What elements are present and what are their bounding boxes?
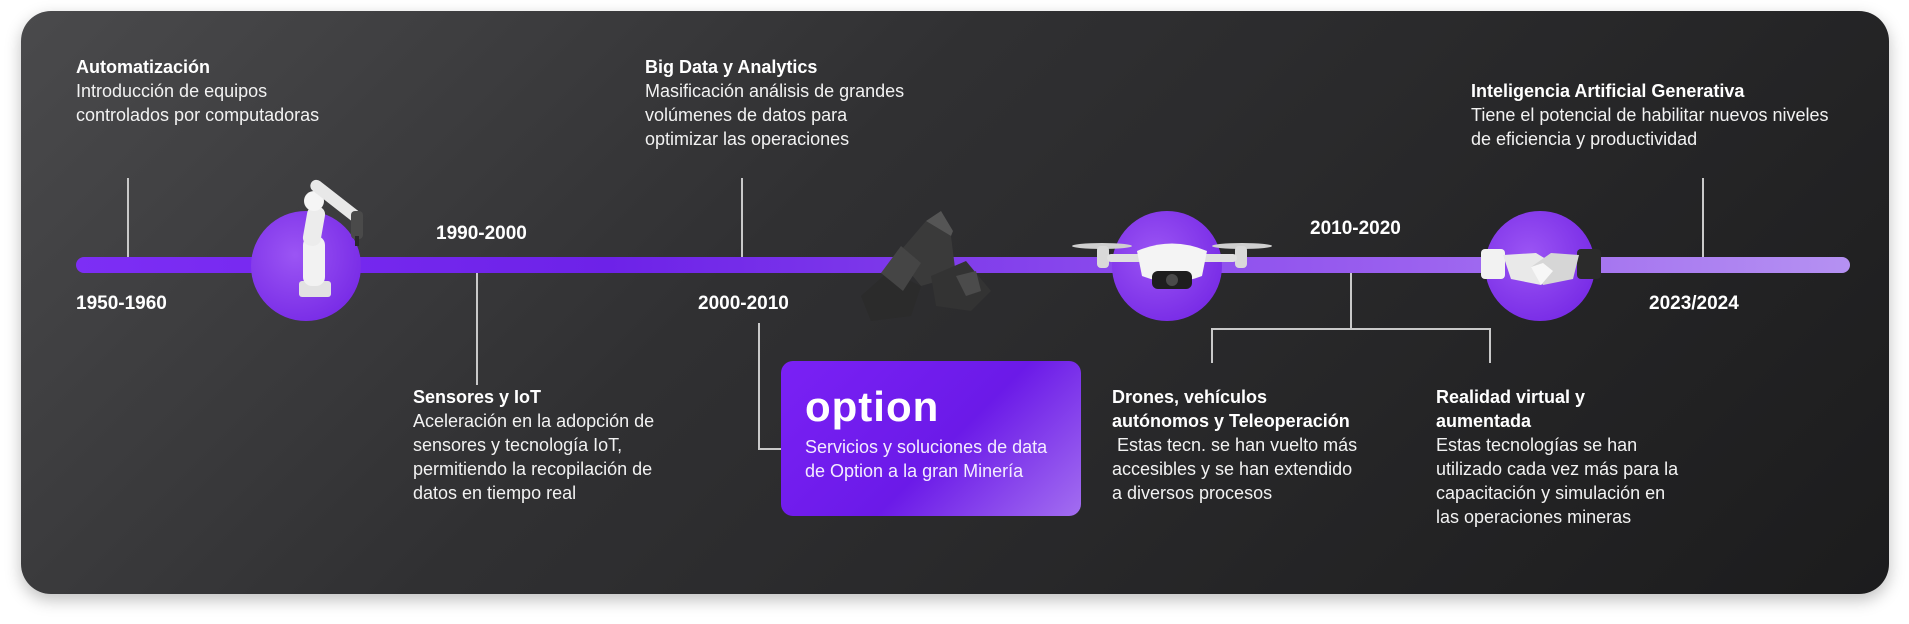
milestone-title: Automatización [76,57,211,77]
robot-arm-icon [299,179,363,297]
milestone-drones: Drones, vehículos autónomos y Teleoperac… [1112,385,1357,505]
milestone-desc-line: capacitación y simulación en [1436,483,1666,503]
milestone-desc-line: datos en tiempo real [413,483,577,503]
milestone-desc-line: Estas tecnologías se han [1436,435,1638,455]
milestone-desc-line: de eficiencia y productividad [1471,129,1698,149]
year-2010-2020: 2010-2020 [1310,218,1401,239]
coal-rock-icon [861,211,991,321]
connector-bigdata [741,178,743,258]
milestone-desc-line: Masificación análisis de grandes [645,81,905,101]
year-2000-2010: 2000-2010 [698,293,789,314]
milestone-desc-line: permitiendo la recopilación de [413,459,653,479]
milestone-desc-line: las operaciones mineras [1436,507,1632,527]
milestone-title: Sensores y IoT [413,387,542,407]
year-2023-2024: 2023/2024 [1649,293,1739,314]
connector-2010-branch [1211,328,1490,330]
milestone-desc-line: controlados por computadoras [76,105,320,125]
connector-sensores [476,273,478,385]
milestone-bigdata: Big Data y Analytics Masificación anális… [645,55,904,151]
milestone-desc-line: Aceleración en la adopción de [413,411,655,431]
connector-2010-stem [1350,273,1352,329]
milestone-desc-line: Introducción de equipos [76,81,268,101]
option-logo: option [805,383,940,430]
milestone-desc-line: accesibles y se han extendido [1112,459,1353,479]
connector-automatizacion [127,178,129,258]
milestone-desc-line: volúmenes de datos para [645,105,848,125]
connector-option-v [758,323,760,448]
milestone-ia: Inteligencia Artificial Generativa Tiene… [1471,79,1829,151]
milestone-sensores: Sensores y IoT Aceleración en la adopció… [413,385,654,505]
option-desc-line: de Option a la gran Minería [805,461,1024,481]
milestone-title: Realidad virtual y [1436,387,1586,407]
drone-icon [1072,243,1272,289]
milestone-title: Drones, vehículos [1112,387,1268,407]
milestone-title: Inteligencia Artificial Generativa [1471,81,1745,101]
milestone-desc-line: a diversos procesos [1112,483,1273,503]
year-1950-1960: 1950-1960 [76,293,167,314]
option-callout: option Servicios y soluciones de data de… [781,361,1081,516]
milestone-automatizacion: Automatización Introducción de equipos c… [76,55,319,127]
milestone-desc-line: sensores y tecnología IoT, [413,435,623,455]
handshake-icon [1481,249,1601,285]
timeline-card: 1950-1960 1990-2000 2000-2010 2010-2020 … [21,11,1889,594]
milestone-title: aumentada [1436,411,1532,431]
option-description: Servicios y soluciones de data de Option… [805,435,1065,483]
connector-ia [1702,178,1704,258]
connector-realidad [1489,328,1491,363]
year-1990-2000: 1990-2000 [436,223,527,244]
milestone-realidad: Realidad virtual y aumentada Estas tecno… [1436,385,1678,529]
milestone-desc-line: optimizar las operaciones [645,129,850,149]
milestone-title: autónomos y Teleoperación [1112,411,1350,431]
option-desc-line: Servicios y soluciones de data [805,437,1048,457]
milestone-desc-line: Tiene el potencial de habilitar nuevos n… [1471,105,1829,125]
connector-drones [1211,328,1213,363]
milestone-desc-line: utilizado cada vez más para la [1436,459,1679,479]
milestone-title: Big Data y Analytics [645,57,818,77]
connector-option-h [758,448,781,450]
milestone-desc-line: Estas tecn. se han vuelto más [1112,435,1358,455]
